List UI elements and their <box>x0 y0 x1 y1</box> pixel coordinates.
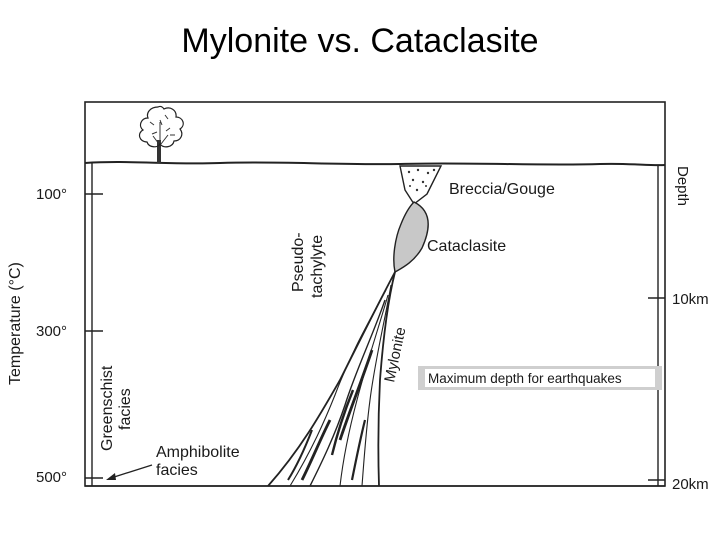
temp-tick-300: 300° <box>36 323 67 340</box>
cataclasite-label: Cataclasite <box>427 238 506 255</box>
temperature-axis: 100° 300° 500° Temperature (°C) <box>7 162 103 486</box>
mylonite-label: Mylonite <box>381 326 409 384</box>
max-depth-box: Maximum depth for earthquakes <box>418 366 662 390</box>
diagram-frame <box>84 101 666 487</box>
max-depth-label: Maximum depth for earthquakes <box>428 371 622 386</box>
greenschist-label-line2: facies <box>117 388 134 430</box>
depth-tick-20km: 20km <box>672 476 709 493</box>
depth-axis: 10km 20km Depth <box>648 165 709 493</box>
amphibolite-label-line1: Amphibolite <box>156 444 240 461</box>
ground-surface <box>84 161 666 167</box>
depth-axis-label: Depth <box>674 166 691 206</box>
amphibolite-label-line2: facies <box>156 462 198 479</box>
cataclasite-zone <box>393 201 429 274</box>
temp-tick-500: 500° <box>36 469 67 486</box>
slide-title: Mylonite vs. Cataclasite <box>181 22 539 60</box>
amphibolite-arrow <box>106 464 153 480</box>
tree-icon <box>138 105 184 163</box>
breccia-gouge-zone <box>399 165 443 206</box>
greenschist-label-line1: Greenschist <box>99 365 116 451</box>
pseudotachylyte-label-line1: Pseudo- <box>290 232 307 292</box>
temperature-axis-label: Temperature (°C) <box>7 262 24 385</box>
pseudotachylyte-label-line2: tachylyte <box>309 235 326 298</box>
depth-tick-10km: 10km <box>672 291 709 308</box>
breccia-gouge-label: Breccia/Gouge <box>449 181 555 198</box>
temp-tick-100: 100° <box>36 186 67 203</box>
mylonite-zone <box>267 271 396 487</box>
